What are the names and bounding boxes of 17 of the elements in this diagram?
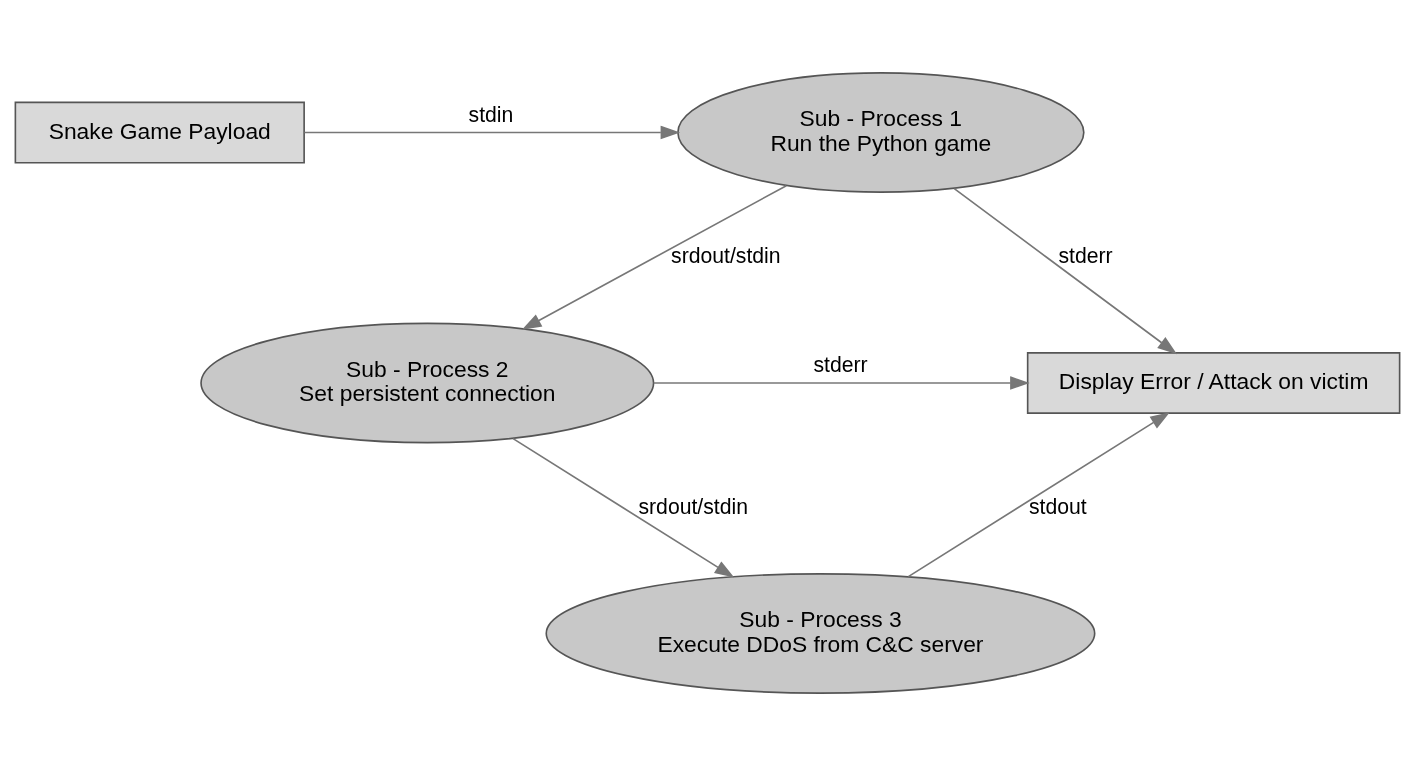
edge-label: stdout <box>1028 494 1087 518</box>
node-ellipse: Sub - Process 1 Run the Python game <box>677 71 1085 193</box>
node-ellipse: Sub - Process 3 Execute DDoS from C&C server <box>545 572 1096 694</box>
edge-label: stderr <box>813 352 868 376</box>
edge-label: srdout/stdin <box>671 243 781 267</box>
arrow <box>652 375 1030 390</box>
arrow <box>907 411 1170 577</box>
node-box: Display Error / Attack on victim <box>1026 351 1401 414</box>
node-box: Snake Game Payload <box>14 101 305 163</box>
arrow <box>512 437 735 578</box>
arrow <box>953 187 1178 354</box>
edge-label: stderr <box>1058 243 1113 267</box>
edge-label: stdin <box>468 102 514 126</box>
arrow <box>303 125 681 139</box>
arrow <box>521 184 788 330</box>
node-ellipse: Sub - Process 2 Set persistent connection <box>200 322 655 443</box>
edge-label: srdout/stdin <box>638 494 748 518</box>
